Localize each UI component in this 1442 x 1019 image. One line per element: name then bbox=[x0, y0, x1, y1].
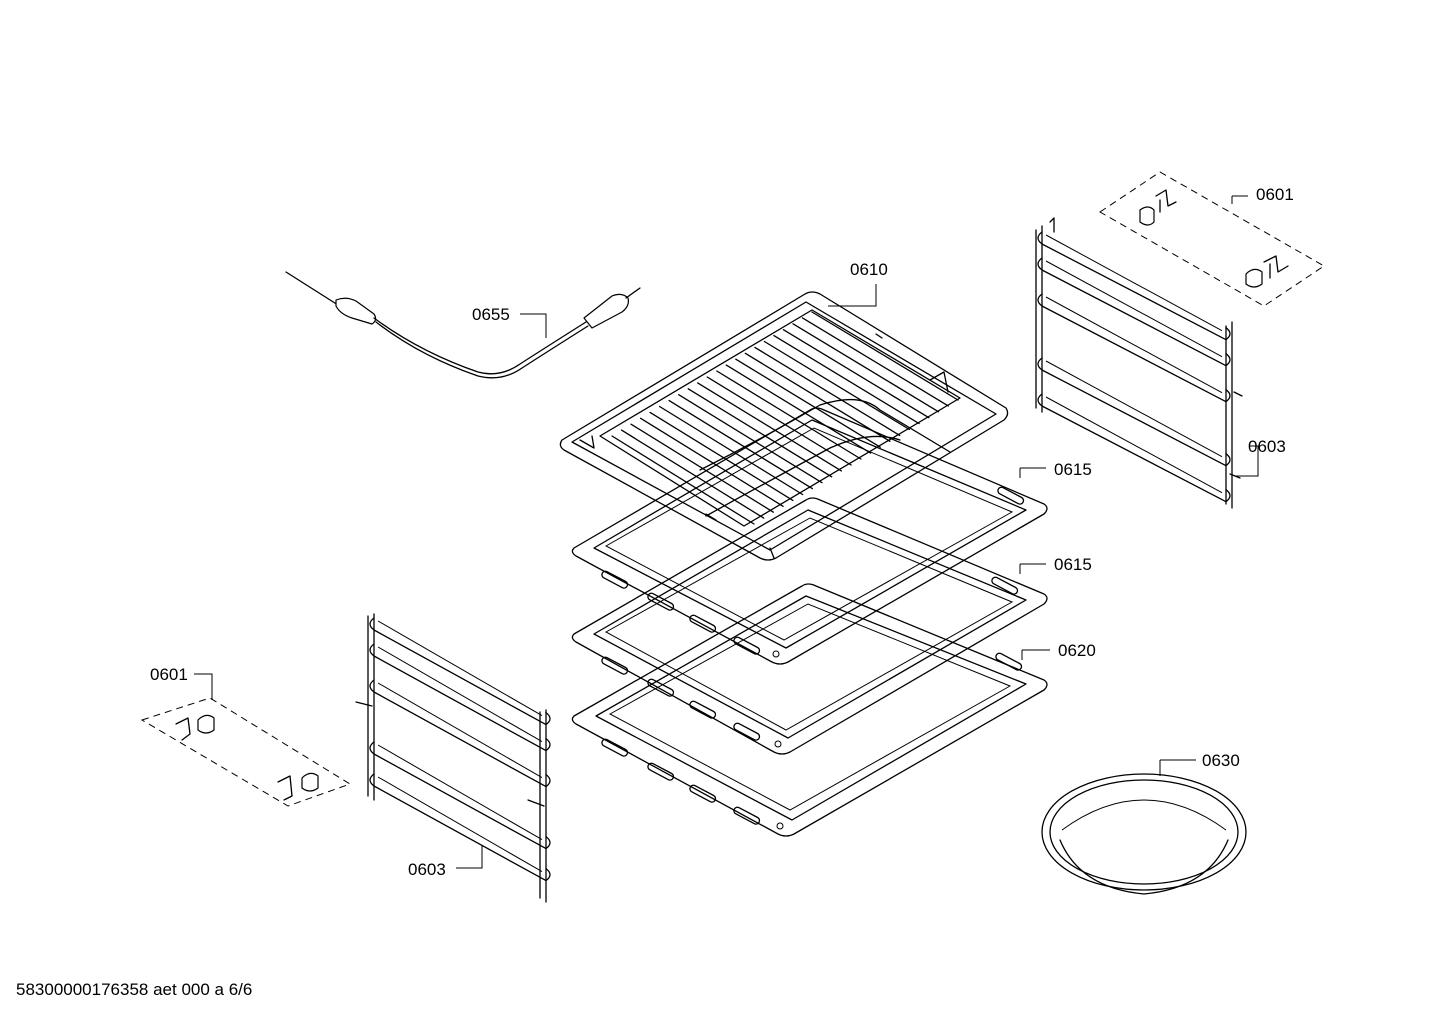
part-0615-baking-tray-middle bbox=[571, 497, 1048, 755]
callout-0655: 0655 bbox=[472, 305, 510, 324]
callout-0610: 0610 bbox=[850, 260, 888, 279]
rail-rungs bbox=[1037, 231, 1231, 503]
callout-0603-right: 0603 bbox=[1248, 437, 1286, 456]
callout-0601-left: 0601 bbox=[150, 665, 188, 684]
part-0655-meat-probe bbox=[285, 271, 641, 379]
part-0601-clip-kit-left bbox=[140, 697, 352, 807]
document-id-footer: 58300000176358 aet 000 a 6/6 bbox=[16, 980, 253, 999]
part-0630-round-pan bbox=[1041, 773, 1247, 895]
callout-0601-top: 0601 bbox=[1256, 185, 1294, 204]
callout-0603-left: 0603 bbox=[408, 860, 446, 879]
part-0603-side-rail-right bbox=[1035, 217, 1243, 509]
part-0610-wire-rack bbox=[559, 291, 1009, 561]
callout-0615-middle: 0615 bbox=[1054, 555, 1092, 574]
part-0601-clip-kit-top bbox=[1099, 171, 1325, 307]
rack-bars bbox=[611, 311, 959, 525]
callout-0620: 0620 bbox=[1058, 641, 1096, 660]
part-0620-deep-tray bbox=[571, 583, 1048, 837]
leader-lines bbox=[194, 195, 1259, 869]
rail-rungs bbox=[369, 617, 551, 882]
callout-0615-upper: 0615 bbox=[1054, 460, 1092, 479]
part-0603-side-rail-left bbox=[355, 613, 551, 903]
callout-labels: 0601 0610 0655 0603 0615 0615 0620 0601 … bbox=[150, 185, 1294, 879]
part-0615-baking-tray-upper bbox=[571, 407, 1048, 665]
callout-0630: 0630 bbox=[1202, 751, 1240, 770]
